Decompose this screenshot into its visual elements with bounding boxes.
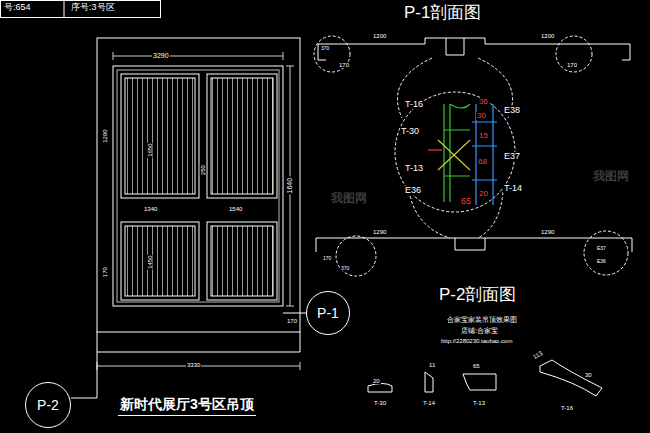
cad-line bbox=[584, 231, 628, 275]
cad-line bbox=[113, 52, 283, 60]
callout-text: P-1 bbox=[317, 305, 339, 321]
cad-line bbox=[397, 58, 512, 118]
dimension-label: T-14 bbox=[503, 184, 523, 193]
cad-line bbox=[97, 332, 300, 352]
dimension-label: E36 bbox=[596, 259, 607, 264]
dimension-label: 1450 bbox=[147, 254, 153, 269]
dimension-label: http://2280230.taobao.com bbox=[440, 338, 513, 344]
dimension-label: 合家宝家装吊顶效果图 bbox=[446, 316, 518, 323]
dimension-label: 170 bbox=[338, 62, 350, 68]
cad-line bbox=[318, 60, 630, 61]
cad-line bbox=[410, 192, 503, 238]
dimension-label: 1540 bbox=[228, 206, 243, 212]
cad-line bbox=[113, 66, 283, 306]
dimension-label: 30 bbox=[476, 112, 487, 120]
dimension-label: 170 bbox=[566, 62, 578, 68]
cad-line bbox=[556, 36, 592, 72]
cad-line bbox=[395, 92, 515, 212]
callout-text: P-2 bbox=[37, 397, 59, 413]
dimension-label: 30 bbox=[584, 372, 593, 378]
dimension-label: 170 bbox=[286, 318, 298, 324]
cad-line bbox=[1, 0, 633, 398]
dimension-label: 113 bbox=[531, 349, 544, 360]
cad-line bbox=[318, 38, 630, 60]
dimension-label: 65 bbox=[460, 197, 472, 206]
cad-line bbox=[368, 384, 392, 393]
cad-line bbox=[314, 36, 350, 72]
dimension-label: 370 bbox=[340, 266, 350, 271]
cad-line bbox=[97, 38, 300, 332]
cad-line bbox=[428, 104, 497, 205]
dimension-label: T-14 bbox=[422, 400, 436, 406]
dimension-label: T-16 bbox=[404, 100, 424, 109]
dimension-label: 1340 bbox=[143, 206, 158, 212]
dimension-label: P-2剖面图 bbox=[438, 286, 517, 304]
dimension-label: 250 bbox=[200, 164, 206, 176]
section-callout: P-2 bbox=[25, 382, 71, 428]
cad-line bbox=[286, 66, 294, 306]
watermark: 我图网 bbox=[592, 170, 630, 183]
cad-line bbox=[71, 352, 97, 398]
watermark: 我图网 bbox=[330, 192, 368, 205]
cad-line bbox=[125, 78, 195, 194]
dimension-label: 1290 bbox=[540, 229, 555, 235]
dimension-label: T-30 bbox=[400, 127, 420, 136]
dimension-label: 20 bbox=[478, 190, 489, 198]
dimension-label: 店铺:合家宝 bbox=[460, 327, 499, 334]
dimension-label: 号:654 bbox=[3, 3, 32, 12]
dimension-label: 11 bbox=[428, 362, 436, 368]
dimension-label: 1650 bbox=[147, 142, 153, 157]
dimension-label: 1290 bbox=[102, 128, 108, 143]
dimension-label: 36 bbox=[478, 98, 489, 106]
cad-line bbox=[540, 360, 602, 396]
cad-line bbox=[97, 362, 300, 370]
dimension-label: T-13 bbox=[472, 400, 486, 406]
cad-line bbox=[64, 0, 65, 17]
dimension-label: 65 bbox=[472, 363, 481, 369]
dimension-label: T-16 bbox=[560, 405, 574, 411]
cad-line bbox=[211, 226, 273, 296]
cad-line bbox=[1, 1, 161, 18]
dimension-label: 20 bbox=[372, 378, 381, 384]
cad-line bbox=[211, 78, 273, 194]
dimension-label: 370 bbox=[320, 46, 330, 51]
dimension-label: 序号:3号区 bbox=[70, 3, 116, 12]
drawing-title: 新时代展厅3号区吊顶 bbox=[118, 396, 256, 416]
dimension-label: 1640 bbox=[286, 177, 293, 195]
cad-line bbox=[444, 104, 450, 202]
cad-line bbox=[121, 222, 199, 300]
dimension-label: T-30 bbox=[373, 400, 387, 406]
cad-line bbox=[283, 313, 306, 314]
dimension-label: 15 bbox=[478, 132, 489, 140]
section-callout: P-1 bbox=[306, 291, 350, 335]
dimension-label: 170 bbox=[102, 266, 108, 278]
cad-line bbox=[207, 74, 277, 198]
dimension-label: 3330 bbox=[186, 362, 201, 368]
dimension-label: 3290 bbox=[152, 52, 170, 59]
dimension-label: E37 bbox=[596, 246, 607, 251]
dimension-label: 1200 bbox=[540, 33, 555, 39]
cad-line bbox=[125, 226, 195, 296]
dimension-label: E38 bbox=[503, 106, 521, 115]
cad-line bbox=[463, 374, 496, 390]
dimension-label: 1200 bbox=[372, 33, 387, 39]
dimension-label: T-13 bbox=[404, 164, 424, 173]
cad-line bbox=[336, 236, 376, 276]
dimension-label: E37 bbox=[503, 152, 521, 161]
dimension-label: 170 bbox=[322, 256, 332, 261]
cad-line bbox=[438, 140, 470, 170]
cad-line bbox=[121, 74, 199, 198]
cad-line bbox=[207, 222, 277, 300]
cad-line bbox=[425, 372, 433, 392]
dimension-label: 1290 bbox=[372, 229, 387, 235]
dimension-label: E36 bbox=[404, 186, 422, 195]
dimension-label: 68 bbox=[477, 158, 488, 166]
dimension-label: P-1剖面图 bbox=[403, 4, 482, 22]
cad-line bbox=[117, 70, 279, 302]
cad-line bbox=[472, 104, 497, 205]
cad-line bbox=[428, 149, 442, 150]
cad-line bbox=[444, 104, 470, 176]
